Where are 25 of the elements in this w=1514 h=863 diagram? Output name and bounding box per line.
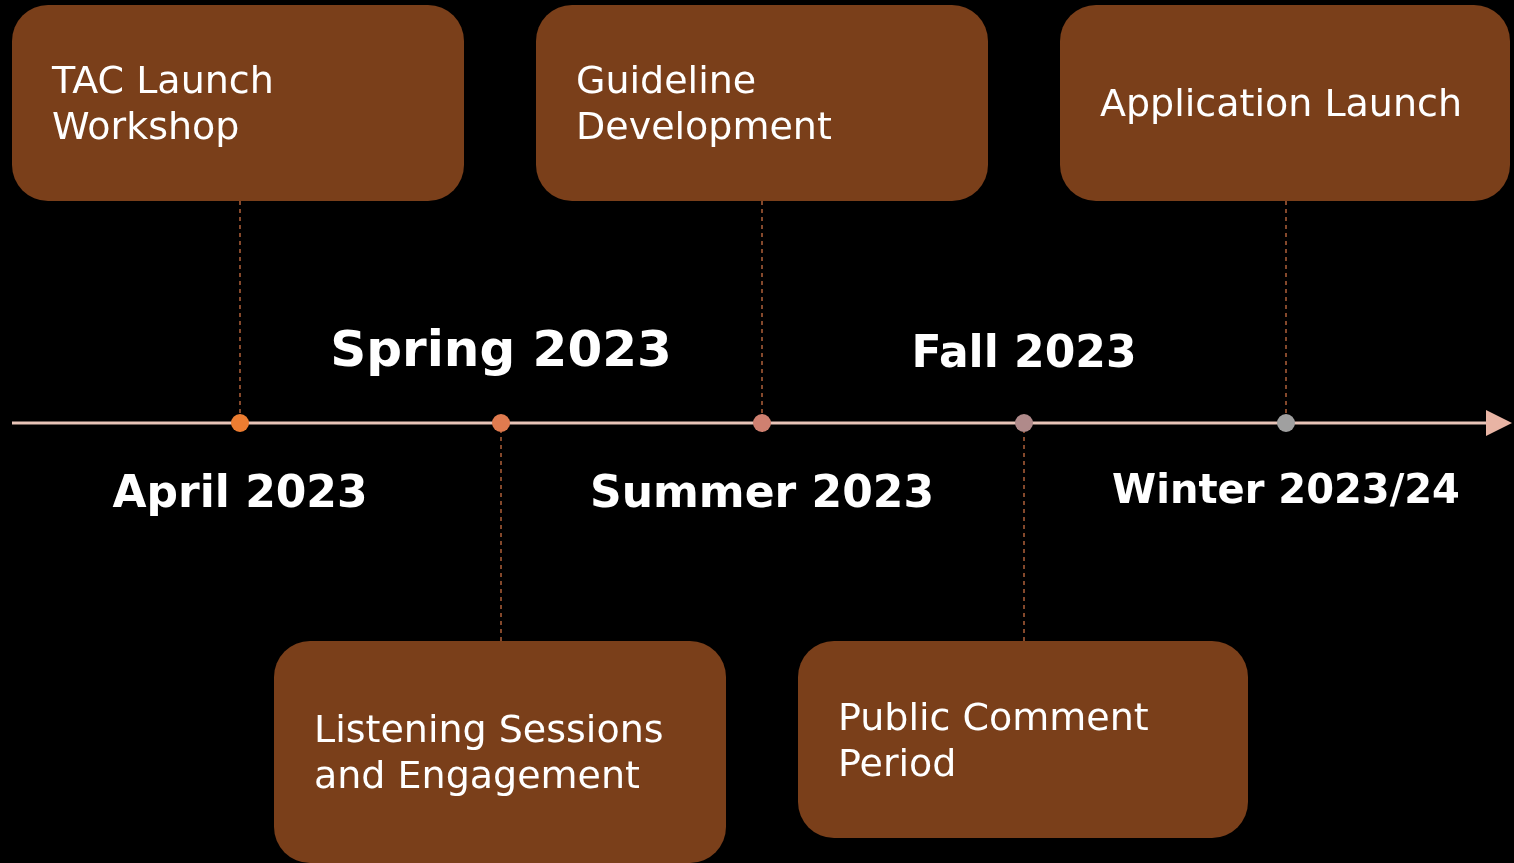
date-label: Summer 2023 [590,465,934,517]
date-label: April 2023 [112,465,368,517]
milestone-box [536,5,988,201]
milestone-box [1060,5,1510,201]
leader-line [239,200,241,415]
timeline-dot [753,414,771,432]
leader-line [1023,431,1025,642]
milestone-box [12,5,464,201]
date-label: Winter 2023/24 [1112,466,1460,512]
milestone-text: Application Launch [1100,80,1462,126]
milestone-text: Public Comment Period [838,693,1150,786]
date-label: Fall 2023 [911,325,1137,377]
milestone-box [274,641,726,863]
timeline-dot [1277,414,1295,432]
leader-line [1285,200,1287,415]
timeline-dot [492,414,510,432]
milestone-box [798,641,1248,838]
timeline-dot [231,414,249,432]
milestone-text: Listening Sessions and Engagement [314,706,665,798]
milestone-text: Guideline Development [576,57,833,149]
leader-line [500,431,502,642]
milestone-text: TAC Launch Workshop [52,57,275,149]
timeline-dot [1015,414,1033,432]
date-label: Spring 2023 [330,320,672,378]
leader-line [761,200,763,415]
